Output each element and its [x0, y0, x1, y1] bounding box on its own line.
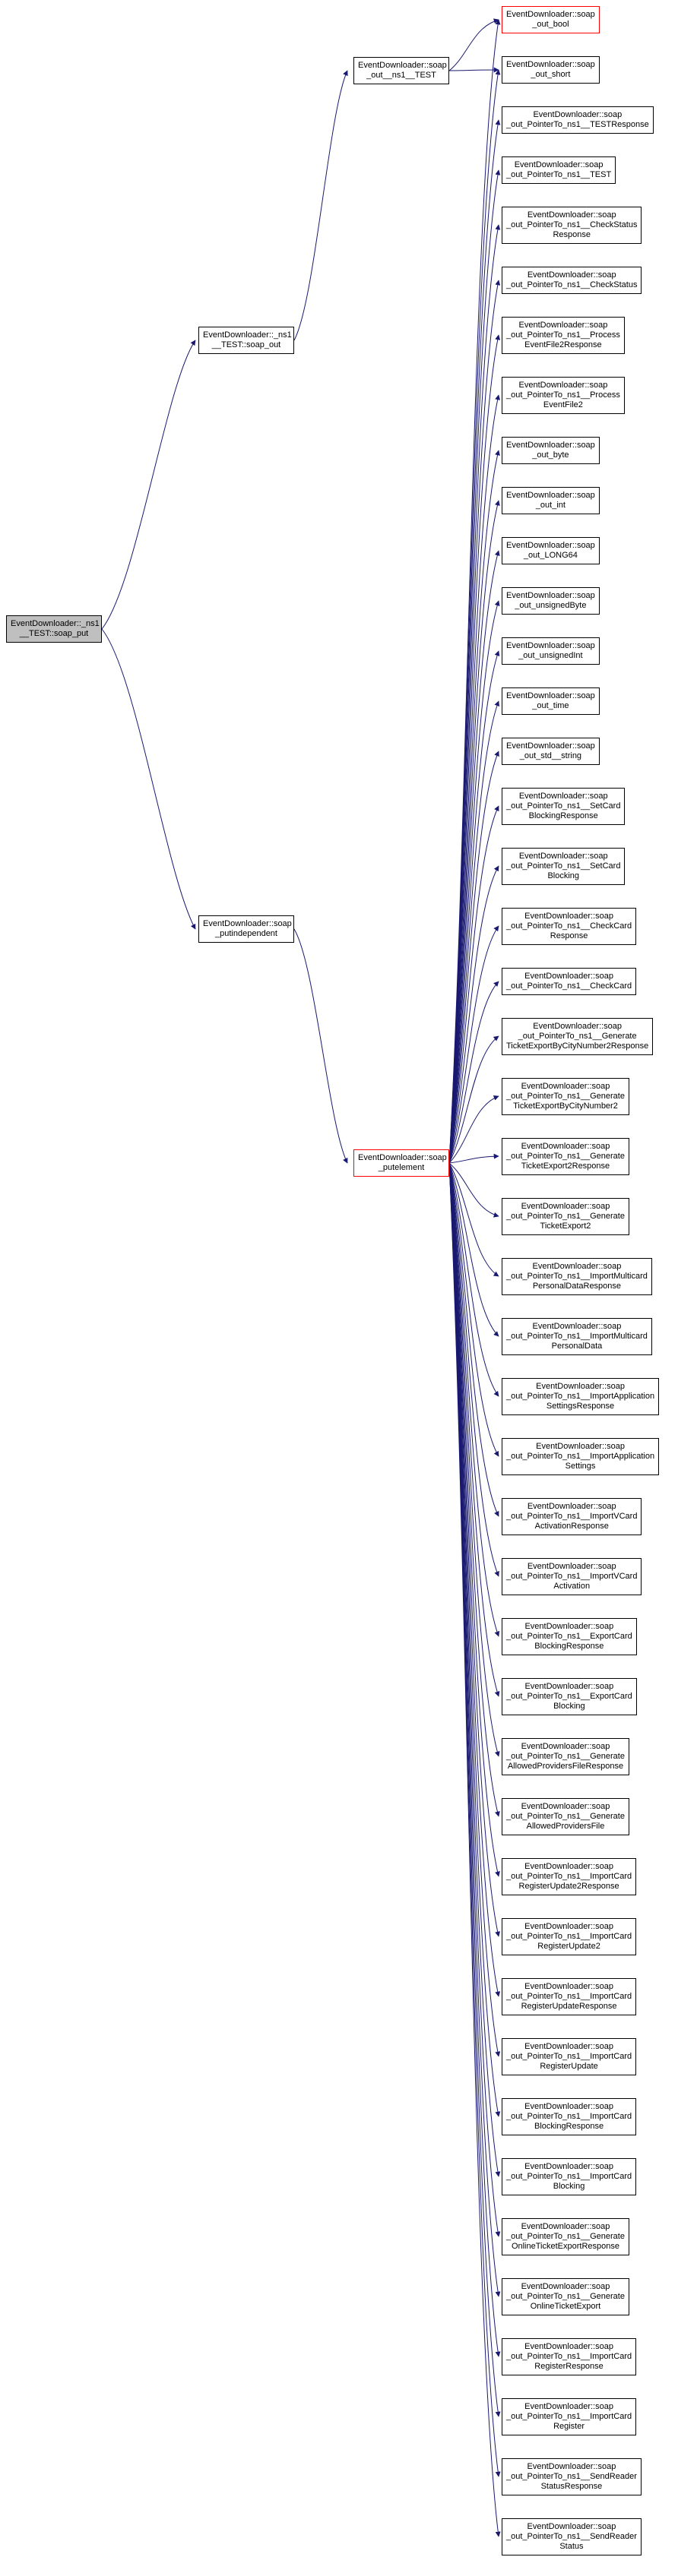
graph-node-soap-putindependent[interactable]: EventDownloader::soap _putindependent: [198, 915, 294, 943]
graph-node-callee[interactable]: EventDownloader::soap _out_PointerTo_ns1…: [502, 1198, 629, 1235]
graph-node-callee[interactable]: EventDownloader::soap _out_PointerTo_ns1…: [502, 2398, 637, 2435]
graph-node-callee[interactable]: EventDownloader::soap _out_bool: [502, 6, 600, 33]
graph-node-callee[interactable]: EventDownloader::soap _out_short: [502, 56, 600, 84]
graph-node-callee[interactable]: EventDownloader::soap _out_PointerTo_ns1…: [502, 2518, 642, 2555]
graph-node-callee[interactable]: EventDownloader::soap _out_PointerTo_ns1…: [502, 2218, 629, 2255]
graph-node-callee[interactable]: EventDownloader::soap _out_PointerTo_ns1…: [502, 377, 625, 414]
graph-node-callee[interactable]: EventDownloader::soap _out_PointerTo_ns1…: [502, 2338, 637, 2375]
graph-node-callee[interactable]: EventDownloader::soap _out_PointerTo_ns1…: [502, 1018, 654, 1055]
graph-node-callee[interactable]: EventDownloader::soap _out_PointerTo_ns1…: [502, 1558, 642, 1595]
graph-node-callee[interactable]: EventDownloader::soap _out_int: [502, 487, 600, 514]
graph-node-callee[interactable]: EventDownloader::soap _out_PointerTo_ns1…: [502, 1798, 629, 1835]
graph-node-callee[interactable]: EventDownloader::soap _out_PointerTo_ns1…: [502, 1918, 637, 1955]
graph-node-callee[interactable]: EventDownloader::soap _out_PointerTo_ns1…: [502, 1618, 637, 1655]
graph-node-callee[interactable]: EventDownloader::soap _out_PointerTo_ns1…: [502, 2038, 637, 2075]
graph-node-callee[interactable]: EventDownloader::soap _out_unsignedInt: [502, 637, 600, 665]
call-edges: [101, 18, 501, 2537]
graph-node-callee[interactable]: EventDownloader::soap _out_PointerTo_ns1…: [502, 267, 642, 294]
graph-node-callee[interactable]: EventDownloader::soap _out_LONG64: [502, 537, 600, 564]
graph-node-callee[interactable]: EventDownloader::soap _out_PointerTo_ns1…: [502, 1738, 629, 1775]
graph-node-callee[interactable]: EventDownloader::soap _out_PointerTo_ns1…: [502, 968, 637, 995]
graph-node-callee[interactable]: EventDownloader::soap _out_PointerTo_ns1…: [502, 2278, 629, 2315]
graph-node-callee[interactable]: EventDownloader::soap _out_PointerTo_ns1…: [502, 1858, 637, 1895]
graph-node-callee[interactable]: EventDownloader::soap _out_PointerTo_ns1…: [502, 1078, 629, 1115]
graph-node-callee[interactable]: EventDownloader::soap _out_PointerTo_ns1…: [502, 207, 642, 244]
graph-node-callee[interactable]: EventDownloader::soap _out_PointerTo_ns1…: [502, 2098, 637, 2135]
graph-node-callee[interactable]: EventDownloader::soap _out_byte: [502, 437, 600, 464]
graph-node-callee[interactable]: EventDownloader::soap _out_PointerTo_ns1…: [502, 317, 625, 354]
graph-node-ns1-test-soap-out[interactable]: EventDownloader::_ns1 __TEST::soap_out: [198, 327, 294, 354]
graph-node-callee[interactable]: EventDownloader::soap _out_PointerTo_ns1…: [502, 2158, 637, 2195]
graph-node-callee[interactable]: EventDownloader::soap _out_time: [502, 687, 600, 715]
graph-node-callee[interactable]: EventDownloader::soap _out_PointerTo_ns1…: [502, 1678, 637, 1715]
graph-node-callee[interactable]: EventDownloader::soap _out_PointerTo_ns1…: [502, 106, 654, 134]
graph-node-callee[interactable]: EventDownloader::soap _out_PointerTo_ns1…: [502, 2458, 642, 2495]
graph-node-callee[interactable]: EventDownloader::soap _out_PointerTo_ns1…: [502, 156, 616, 184]
graph-node-soap-putelement[interactable]: EventDownloader::soap _putelement: [353, 1149, 449, 1177]
graph-node-callee[interactable]: EventDownloader::soap _out_PointerTo_ns1…: [502, 908, 637, 945]
graph-node-callee[interactable]: EventDownloader::soap _out_PointerTo_ns1…: [502, 1378, 660, 1415]
graph-node-callee[interactable]: EventDownloader::soap _out_std__string: [502, 738, 600, 765]
graph-node-soap-out-ns1-test[interactable]: EventDownloader::soap _out__ns1__TEST: [353, 57, 449, 84]
graph-node-callee[interactable]: EventDownloader::soap _out_PointerTo_ns1…: [502, 788, 626, 825]
graph-node-callee[interactable]: EventDownloader::soap _out_unsignedByte: [502, 587, 600, 615]
graph-node-callee[interactable]: EventDownloader::soap _out_PointerTo_ns1…: [502, 848, 626, 885]
graph-node-callee[interactable]: EventDownloader::soap _out_PointerTo_ns1…: [502, 1438, 660, 1475]
graph-node-callee[interactable]: EventDownloader::soap _out_PointerTo_ns1…: [502, 1258, 652, 1295]
graph-node-callee[interactable]: EventDownloader::soap _out_PointerTo_ns1…: [502, 1978, 637, 2015]
graph-node-soap-put[interactable]: EventDownloader::_ns1 __TEST::soap_put: [6, 615, 102, 643]
graph-node-callee[interactable]: EventDownloader::soap _out_PointerTo_ns1…: [502, 1498, 642, 1535]
graph-node-callee[interactable]: EventDownloader::soap _out_PointerTo_ns1…: [502, 1138, 629, 1175]
graph-node-callee[interactable]: EventDownloader::soap _out_PointerTo_ns1…: [502, 1318, 652, 1355]
